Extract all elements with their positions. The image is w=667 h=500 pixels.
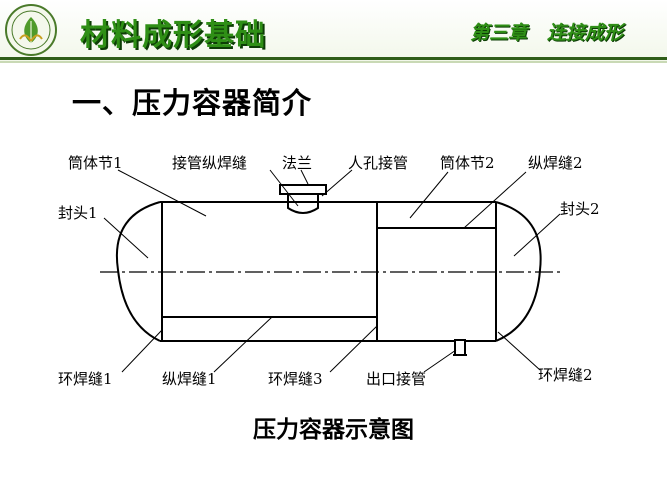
school-logo-icon xyxy=(5,4,57,56)
label-tong-ti-jie-2: 筒体节2 xyxy=(440,154,495,172)
leader-zong-han-feng-2 xyxy=(463,171,527,229)
head-1-left xyxy=(115,201,161,342)
manhole-nozzle xyxy=(287,194,319,214)
section-title: 一、压力容器简介 xyxy=(72,86,313,120)
flange xyxy=(279,184,327,195)
leader-tong-ti-jie-2 xyxy=(409,171,449,219)
label-huan-han-feng-3: 环焊缝3 xyxy=(268,370,323,388)
label-zong-han-feng-1: 纵焊缝1 xyxy=(162,370,217,388)
label-tong-ti-jie-1: 筒体节1 xyxy=(68,154,123,172)
label-feng-tou-1: 封头1 xyxy=(58,204,98,222)
course-title: 材料成形基础 xyxy=(80,18,266,53)
label-zong-han-feng-2: 纵焊缝2 xyxy=(528,154,583,172)
leader-feng-tou-2 xyxy=(513,213,561,257)
label-chu-kou-jie-guan: 出口接管 xyxy=(366,370,426,388)
header-divider-light xyxy=(0,61,667,63)
label-fa-lan: 法兰 xyxy=(282,154,312,172)
outlet-nozzle xyxy=(454,339,466,356)
leader-ren-kong-jie-guan xyxy=(321,169,353,197)
leader-huan-han-feng-2 xyxy=(497,331,541,371)
leader-fa-lan xyxy=(300,169,309,185)
label-feng-tou-2: 封头2 xyxy=(560,200,600,218)
leader-huan-han-feng-3 xyxy=(329,325,378,373)
slide-header: 材料成形基础 第三章 连接成形 xyxy=(0,0,667,62)
leader-huan-han-feng-1 xyxy=(121,329,163,373)
diagram-caption: 压力容器示意图 xyxy=(253,416,414,443)
leader-chu-kou-jie-guan xyxy=(423,349,457,373)
leader-zong-han-feng-1 xyxy=(213,316,273,373)
label-huan-han-feng-2: 环焊缝2 xyxy=(538,366,593,384)
chapter-title: 第三章 连接成形 xyxy=(470,22,623,44)
leader-jie-guan-zong-han-feng xyxy=(269,169,299,207)
head-2-right xyxy=(495,201,542,342)
header-divider xyxy=(0,57,667,60)
label-huan-han-feng-1: 环焊缝1 xyxy=(58,370,113,388)
leader-tong-ti-jie-1 xyxy=(117,169,207,217)
label-ren-kong-jie-guan: 人孔接管 xyxy=(348,154,408,172)
leader-feng-tou-1 xyxy=(103,217,149,259)
label-jie-guan-zong-han-feng: 接管纵焊缝 xyxy=(172,154,247,172)
